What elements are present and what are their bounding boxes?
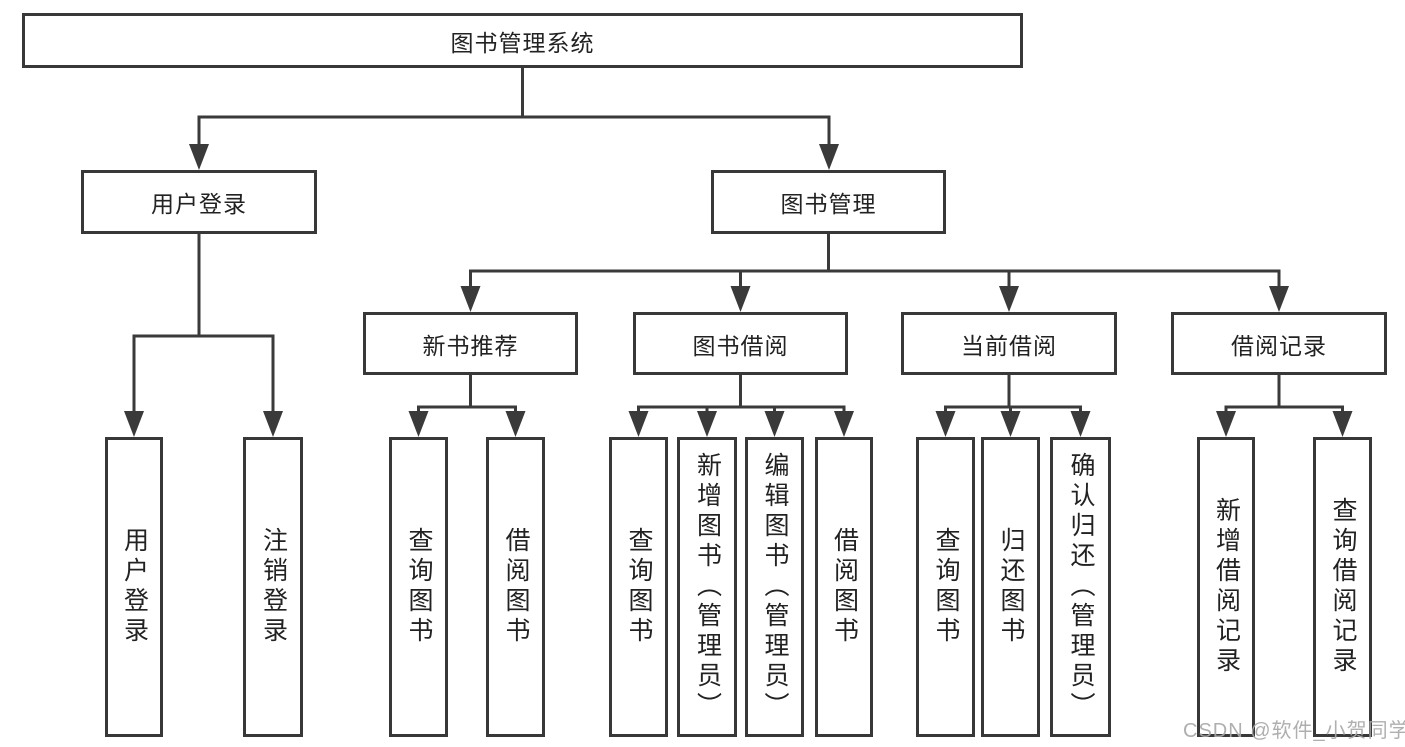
leaf-return-books: 归还图书 xyxy=(981,437,1040,737)
node-user-login: 用户登录 xyxy=(81,170,317,234)
leaf-query-books-borrowing: 查询图书 xyxy=(609,437,668,737)
leaf-edit-books-admin: 编辑图书（管理员） xyxy=(745,437,804,737)
node-current-borrowing: 当前借阅 xyxy=(901,312,1117,375)
leaf-borrow-books-recommend: 借阅图书 xyxy=(486,437,545,737)
leaf-borrow-books-borrowing: 借阅图书 xyxy=(815,437,873,737)
leaf-query-borrow-record: 查询借阅记录 xyxy=(1313,437,1372,737)
watermark: CSDN @软件_小贺同学 xyxy=(1183,720,1405,742)
leaf-add-books-admin: 新增图书（管理员） xyxy=(677,437,737,737)
leaf-logout: 注销登录 xyxy=(243,437,303,737)
leaf-user-login: 用户登录 xyxy=(105,437,163,737)
leaf-confirm-return-admin: 确认归还（管理员） xyxy=(1050,437,1111,737)
node-book-management: 图书管理 xyxy=(711,170,946,234)
node-library-management-system: 图书管理系统 xyxy=(22,13,1023,68)
node-borrowing-records: 借阅记录 xyxy=(1171,312,1387,375)
leaf-query-books-recommend: 查询图书 xyxy=(389,437,448,737)
leaf-add-borrow-record: 新增借阅记录 xyxy=(1197,437,1255,737)
node-book-borrowing: 图书借阅 xyxy=(633,312,848,375)
node-new-book-recommend: 新书推荐 xyxy=(363,312,578,375)
leaf-query-books-current: 查询图书 xyxy=(916,437,975,737)
